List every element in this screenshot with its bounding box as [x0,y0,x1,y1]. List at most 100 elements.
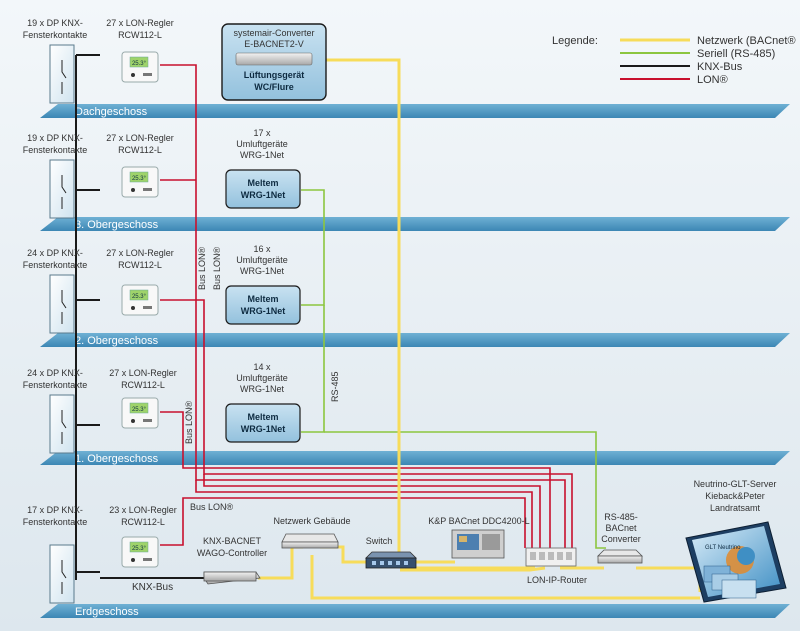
wago-caption-1: KNX-BACNET [203,536,262,546]
bus-lon-label-4: Bus LON® [190,502,234,512]
glt-screen-label: GLT Neutrino [705,545,741,551]
legend-label-knx: KNX-Bus [697,61,743,73]
knx-caption-dach-1: 19 x DP KNX- [27,18,83,28]
knx-lines [75,54,204,580]
knx-caption-og2-2: Fensterkontakte [23,260,88,270]
floor-bands [40,104,790,618]
meltem-og1-label-1: Meltem [247,412,278,422]
network-hub-caption: Netzwerk Gebäude [273,516,350,526]
window-contact-dach [49,44,75,104]
bus-lon-label-2: Bus LON® [212,246,222,290]
legend-label-netzwerk: Netzwerk (BACnet® [697,35,796,47]
lon-regler-og2: 25.3° [121,284,159,316]
switch-device: Switch [365,536,417,569]
regler-caption-og2-2: RCW112-L [118,260,162,270]
knx-caption-og3-2: Fensterkontakte [23,145,88,155]
meltem-og1-label-2: WRG-1Net [241,424,286,434]
meltem-og3-caption-3: WRG-1Net [240,150,285,160]
rs485-bacnet-converter: RS-485- BACnet Converter [597,512,643,564]
legend-label-lon: LON® [697,74,728,86]
glt-caption-2: Kieback&Peter [705,491,765,501]
wago-caption-2: WAGO-Controller [197,548,267,558]
knx-caption-eg-2: Fensterkontakte [23,517,88,527]
floor-label-dach: Dachgeschoss [75,106,148,118]
floor-band-og2 [40,333,790,347]
floor-band-eg [40,604,790,618]
meltem-og2: 16 x Umluftgeräte WRG-1Net Meltem WRG-1N… [225,244,301,325]
regler-display-og3: 25.3° [132,176,147,182]
floor-band-og3 [40,217,790,231]
regler-caption-og2-1: 27 x LON-Regler [106,248,174,258]
meltem-og3-label-2: WRG-1Net [241,190,286,200]
floor-band-og1 [40,451,790,465]
bus-lon-label-1: Bus LON® [197,246,207,290]
regler-caption-dach-1: 27 x LON-Regler [106,18,174,28]
meltem-og1-caption-2: Umluftgeräte [236,373,288,383]
knx-caption-og1-2: Fensterkontakte [23,380,88,390]
ddc-caption: K&P BACnet DDC4200-L [428,516,529,526]
regler-display-eg: 25.3° [132,546,147,552]
knx-caption-eg-1: 17 x DP KNX- [27,505,83,515]
regler-caption-og3-1: 27 x LON-Regler [106,133,174,143]
glt-server: Neutrino-GLT-Server Kieback&Peter Landra… [685,479,787,603]
regler-display-og2: 25.3° [132,294,147,300]
lon-lines [160,64,573,548]
rs485-conv-caption-3: Converter [601,534,641,544]
lon-regler-eg: 25.3° [121,536,159,568]
bus-lon-label-3: Bus LON® [184,400,194,444]
regler-caption-og3-2: RCW112-L [118,145,162,155]
knx-bus-label: KNX-Bus [132,582,173,593]
wago-controller: KNX-BACNET WAGO-Controller [197,536,267,585]
converter-device-icon [235,52,313,66]
window-contact-eg [49,544,75,604]
meltem-og2-label-1: Meltem [247,294,278,304]
legend-title: Legende: [552,35,598,47]
rs485-label: RS-485 [330,371,340,402]
lon-regler-devices: 25.3° 25.3° 25.3° 25.3° [121,51,159,568]
window-contact-og1 [49,394,75,454]
network-lines [258,58,702,600]
rs485-conv-caption-2: BACnet [605,523,637,533]
floor-label-og2: 2. Obergeschoss [75,335,159,347]
glt-caption-1: Neutrino-GLT-Server [694,479,777,489]
converter-caption-1: systemair-Converter [233,28,314,38]
converter-label-2: WC/Flure [254,82,294,92]
switch-caption: Switch [366,536,393,546]
lon-regler-captions: 27 x LON-Regler RCW112-L 27 x LON-Regler… [106,18,177,527]
meltem-og3-caption-1: 17 x [253,128,271,138]
meltem-og3-label-1: Meltem [247,178,278,188]
regler-caption-og1-2: RCW112-L [121,380,165,390]
rs485-conv-caption-1: RS-485- [604,512,638,522]
window-contact-og3 [49,159,75,219]
meltem-og1-caption-3: WRG-1Net [240,384,285,394]
converter-label-1: Lüftungsgerät [244,70,305,80]
lon-ip-router: LON-IP-Router [525,547,587,585]
regler-caption-eg-1: 23 x LON-Regler [109,505,177,515]
systemair-converter: systemair-Converter E-BACNET2-V Lüftungs… [221,23,327,101]
knx-caption-og2-1: 24 x DP KNX- [27,248,83,258]
meltem-units: 17 x Umluftgeräte WRG-1Net Meltem WRG-1N… [225,128,301,443]
lon-regler-dach: 25.3° [121,51,159,83]
knx-contact-captions: 19 x DP KNX- Fensterkontakte 19 x DP KNX… [23,18,88,527]
network-hub: Netzwerk Gebäude [273,516,351,549]
lon-regler-og3: 25.3° [121,166,159,198]
regler-caption-eg-2: RCW112-L [121,517,165,527]
lon-ip-router-caption: LON-IP-Router [527,575,587,585]
meltem-og1: 14 x Umluftgeräte WRG-1Net Meltem WRG-1N… [225,362,301,443]
meltem-og3-caption-2: Umluftgeräte [236,139,288,149]
floor-label-og1: 1. Obergeschoss [75,453,159,465]
knx-caption-dach-2: Fensterkontakte [23,30,88,40]
meltem-og1-caption-1: 14 x [253,362,271,372]
window-contact-og2 [49,274,75,334]
regler-display-dach: 25.3° [132,61,147,67]
floor-labels: Dachgeschoss 3. Obergeschoss 2. Obergesc… [75,106,159,618]
meltem-og3: 17 x Umluftgeräte WRG-1Net Meltem WRG-1N… [225,128,301,209]
converter-caption-2: E-BACNET2-V [244,39,304,49]
regler-caption-og1-1: 27 x LON-Regler [109,368,177,378]
ddc-controller: K&P BACnet DDC4200-L [428,516,530,559]
floor-label-og3: 3. Obergeschoss [75,219,159,231]
meltem-og2-caption-3: WRG-1Net [240,266,285,276]
floor-label-eg: Erdgeschoss [75,606,139,618]
lon-regler-og1: 25.3° [121,397,159,429]
